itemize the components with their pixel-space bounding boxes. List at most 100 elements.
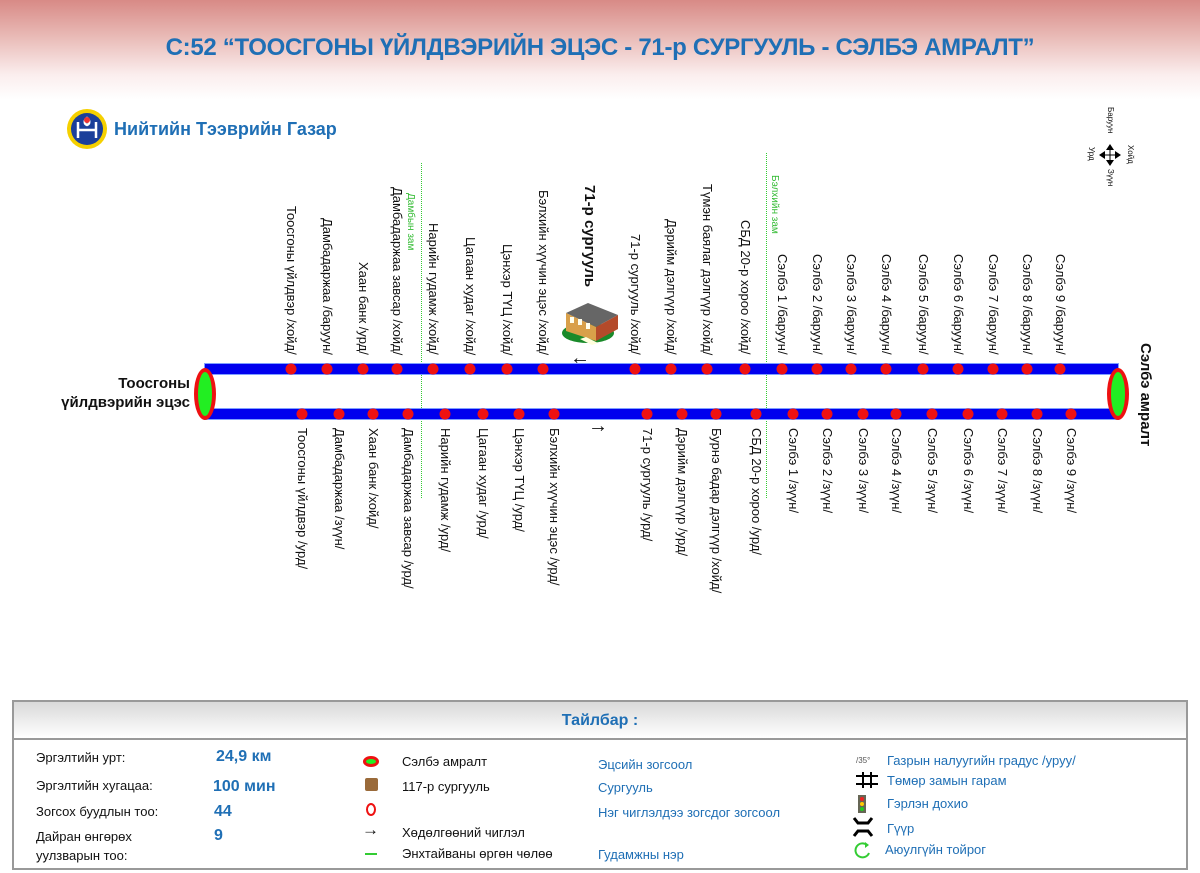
bus-stop-marker[interactable] [548, 408, 560, 420]
compass-south: Урд [1087, 147, 1096, 161]
bus-stop-marker[interactable] [890, 408, 902, 420]
terminal-start-marker[interactable] [194, 368, 216, 420]
bus-stop-marker[interactable] [665, 363, 677, 375]
bus-stop-marker[interactable] [357, 363, 369, 375]
school-building-icon [562, 303, 618, 345]
bus-stop-marker[interactable] [513, 408, 525, 420]
bus-stop-label: Сэлбэ 6 /зүүн/ [961, 428, 976, 514]
bus-stop-marker[interactable] [880, 363, 892, 375]
compass-arrows-icon [1099, 144, 1121, 166]
compass-north: Хойд [1126, 145, 1135, 164]
bus-stop-marker[interactable] [776, 363, 788, 375]
bus-stop-label: Сэлбэ 9 /зүүн/ [1064, 428, 1079, 514]
bus-stop-marker[interactable] [391, 363, 403, 375]
terminal-start-label: Тоосгоны үйлдвэрийн эцэс [61, 375, 190, 411]
stat-label: Эргэлтийн хугацаа: [36, 778, 153, 793]
bus-stop-marker[interactable] [987, 363, 999, 375]
bus-stop-marker[interactable] [701, 363, 713, 375]
bus-stop-marker[interactable] [402, 408, 414, 420]
sign-label: Гэрлэн дохио [887, 796, 969, 811]
school-label: 71-р сургууль [581, 185, 598, 288]
bus-stop-marker[interactable] [952, 363, 964, 375]
bus-stop-marker[interactable] [962, 408, 974, 420]
bus-stop-marker[interactable] [787, 408, 799, 420]
route-line-bottom [205, 409, 1118, 419]
bus-stop-marker[interactable] [427, 363, 439, 375]
bus-stop-marker[interactable] [629, 363, 641, 375]
bus-stop-marker[interactable] [1021, 363, 1033, 375]
bus-stop-marker[interactable] [1065, 408, 1077, 420]
bus-stop-label: Дамбадаржаа /баруун/ [320, 218, 335, 355]
terminal-end-marker[interactable] [1107, 368, 1129, 420]
bus-stop-label: Тоосгоны үйлдвэр /хойд/ [284, 206, 299, 355]
bus-stop-label: Цэнхэр ТҮЦ /хойд/ [500, 243, 515, 355]
bus-stop-label: Дамбадаржаа завсар /урд/ [401, 428, 416, 589]
school-symbol-icon [365, 778, 378, 791]
stat-value: 9 [214, 827, 223, 844]
terminal-symbol-icon [363, 756, 379, 767]
bus-stop-label: Сэлбэ 4 /баруун/ [879, 254, 894, 355]
bus-stop-label: Хаан банк /хойд/ [366, 428, 381, 529]
bus-stop-marker[interactable] [333, 408, 345, 420]
bus-stop-label: Бэлхийн хүүчин эцэс /урд/ [547, 428, 562, 586]
symbol-label: Хөдөлгөөний чиглэл [402, 825, 525, 840]
bus-stop-label: Бэлхийн хүүчин эцэс /хойд/ [536, 189, 551, 355]
sign-label: Аюулгүйн тойрог [885, 842, 987, 857]
sign-label: Газрын налуугийн градус /уруу/ [887, 753, 1076, 768]
bus-stop-marker[interactable] [710, 408, 722, 420]
bus-stop-marker[interactable] [917, 363, 929, 375]
bus-stop-marker[interactable] [926, 408, 938, 420]
bus-stop-marker[interactable] [321, 363, 333, 375]
bus-stop-marker[interactable] [996, 408, 1008, 420]
bus-stop-marker[interactable] [477, 408, 489, 420]
bus-stop-marker[interactable] [676, 408, 688, 420]
sign-label: Гүүр [887, 821, 915, 836]
bus-stop-label: Дэрийм дэлгүүр /хойд/ [664, 219, 679, 355]
bus-stop-marker[interactable] [285, 363, 297, 375]
bus-stop-label: Дэрийм дэлгүүр /урд/ [675, 428, 690, 557]
organization-logo-icon [67, 109, 107, 149]
compass-east: Зүүн [1106, 169, 1115, 187]
bus-stop-marker[interactable] [464, 363, 476, 375]
one-way-stop-icon [366, 803, 376, 816]
bus-stop-marker[interactable] [641, 408, 653, 420]
bus-stop-label: Түмэн баялаг дэлгүүр /хойд/ [700, 183, 715, 355]
symbol-label: Сэлбэ амралт [402, 754, 488, 769]
bus-stop-marker[interactable] [821, 408, 833, 420]
bus-stop-label: Цэнхэр ТҮЦ /урд/ [512, 428, 527, 532]
compass: Баруун Зүүн Хойд Урд [1086, 105, 1136, 195]
bus-stop-label: Цагаан худаг /урд/ [476, 428, 491, 539]
bus-stop-marker[interactable] [811, 363, 823, 375]
bus-stop-marker[interactable] [1031, 408, 1043, 420]
bus-stop-marker[interactable] [296, 408, 308, 420]
bus-stop-label: Сэлбэ 7 /зүүн/ [995, 428, 1010, 514]
bus-stop-label: СБД 20-р хороо /урд/ [749, 428, 764, 555]
bus-stop-marker[interactable] [750, 408, 762, 420]
street-line-dambyn [421, 163, 422, 498]
bus-stop-marker[interactable] [739, 363, 751, 375]
bus-stop-label: Сэлбэ 4 /зүүн/ [889, 428, 904, 514]
legend-panel: Тайлбар : Эргэлтийн урт: 24,9 км Эргэлти… [12, 700, 1188, 870]
bus-stop-label: Нарийн гудамж /хойд/ [426, 223, 441, 355]
bus-stop-label: 71-р сургууль /урд/ [640, 428, 655, 542]
bus-stop-marker[interactable] [857, 408, 869, 420]
bus-stop-marker[interactable] [1054, 363, 1066, 375]
roundabout-icon [854, 842, 870, 859]
bus-stop-label: Цагаан худаг /хойд/ [463, 236, 478, 355]
bus-stop-label: Бурнэ бадар дэлгүүр /хойд/ [709, 428, 724, 594]
page-title: С:52 “ТООСГОНЫ ҮЙЛДВЭРИЙН ЭЦЭС - 71-р СУ… [165, 34, 1035, 61]
bus-stop-marker[interactable] [845, 363, 857, 375]
bus-stop-marker[interactable] [501, 363, 513, 375]
symbol-meaning: Эцсийн зогсоол [598, 757, 693, 772]
bus-stop-label: Сэлбэ 9 /баруун/ [1053, 254, 1068, 355]
slope-icon: /35° [856, 756, 871, 765]
street-symbol-icon [365, 853, 377, 855]
bus-stop-marker[interactable] [537, 363, 549, 375]
bus-stop-marker[interactable] [367, 408, 379, 420]
bus-stop-marker[interactable] [439, 408, 451, 420]
bus-stop-label: Хаан банк /урд/ [356, 262, 371, 355]
direction-arrow-right-icon: → [588, 415, 608, 437]
symbol-meaning: Гудамжны нэр [598, 847, 684, 862]
organization-name: Нийтийн Тээврийн Газар [114, 118, 337, 139]
stat-value: 100 мин [213, 778, 276, 795]
